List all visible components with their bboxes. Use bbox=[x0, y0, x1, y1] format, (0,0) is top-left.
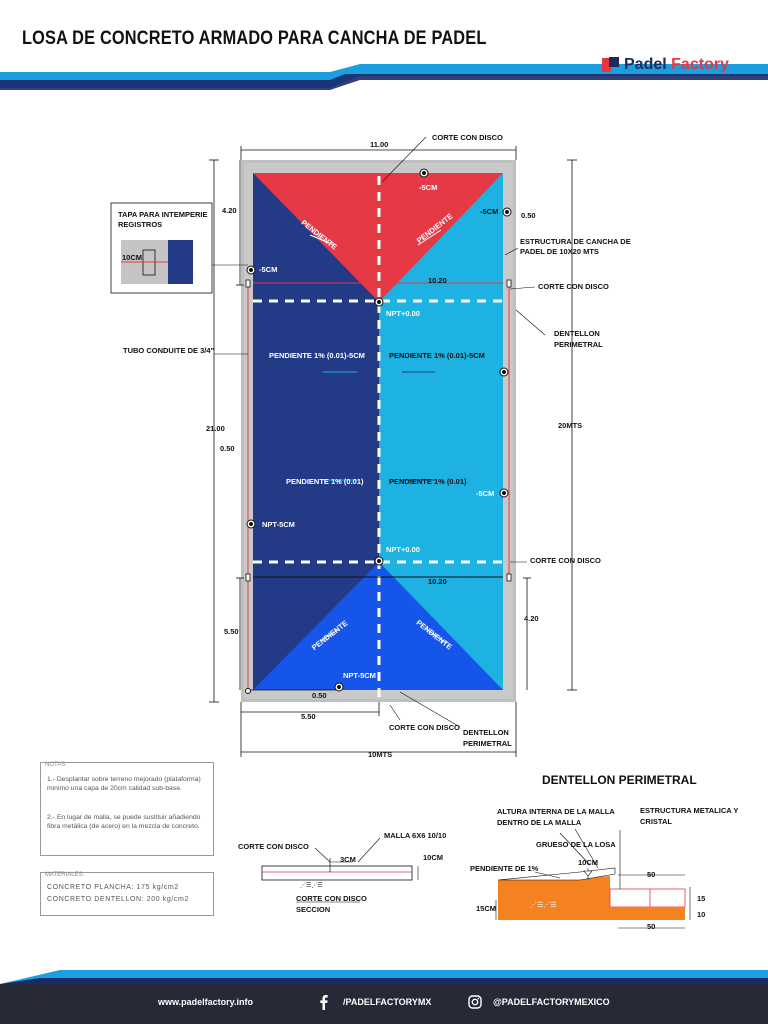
dim-bottom-total: 10MTS bbox=[368, 750, 393, 759]
dentellon-10: 10 bbox=[697, 910, 706, 919]
header-band bbox=[0, 64, 768, 90]
slope-mid-r1: PENDIENTE 1% (0.01)-5CM bbox=[389, 351, 485, 360]
section-10cm: 10CM bbox=[423, 853, 444, 862]
section-caption-1: CORTE CON DISCO bbox=[296, 894, 367, 903]
footer-instagram-link[interactable]: @PADELFACTORYMEXICO bbox=[493, 997, 610, 1007]
instagram-icon[interactable] bbox=[468, 995, 482, 1009]
facebook-icon[interactable] bbox=[318, 994, 330, 1010]
mark-top-center: -5CM bbox=[419, 183, 438, 192]
section-caption-2: SECCION bbox=[296, 905, 331, 914]
materials-header: MATERIALES: bbox=[45, 872, 85, 878]
footer-facebook-link[interactable]: /PADELFACTORYMX bbox=[343, 997, 432, 1007]
dim-bottom-half: 5.50 bbox=[301, 712, 316, 721]
label-dentellon-right: DENTELLON PERIMETRAL bbox=[554, 329, 603, 349]
dim-right-total: 20MTS bbox=[558, 421, 583, 430]
slope-mid-r2: PENDIENTE 1% (0.01) bbox=[389, 477, 467, 486]
notes-box: NOTAS: 1.- Desplantar sobre terreno mejo… bbox=[40, 762, 214, 856]
brand-logo: Padel Factory bbox=[602, 56, 729, 74]
brand-name-left: Padel bbox=[624, 56, 667, 73]
top-slope-triangle bbox=[253, 173, 503, 302]
label-tubo: TUBO CONDUITE DE 3/4" bbox=[123, 346, 215, 355]
dentellon-altura: ALTURA INTERNA DE LA MALLA DENTRO DE LA … bbox=[497, 807, 615, 827]
dentellon-10cm: 10CM bbox=[578, 858, 599, 867]
dim-inner-bottom: 10.20 bbox=[428, 577, 447, 586]
dim-bottom-offset: 0.50 bbox=[312, 691, 327, 700]
padel-factory-logo-icon bbox=[602, 57, 619, 72]
dim-right-top: 0.50 bbox=[521, 211, 536, 220]
mark-left-lower: NPT-5CM bbox=[262, 520, 295, 529]
note-2: 2.- En lugar de malla, se puede sustitui… bbox=[47, 814, 201, 830]
section-detail: ⋰☰⋰☰ bbox=[261, 837, 419, 903]
dentellon-estructura: ESTRUCTURA METALICA Y CRISTAL bbox=[640, 806, 739, 826]
label-tapa-dim: 10CM bbox=[122, 253, 143, 262]
mark-npt-mid: NPT+0.00 bbox=[386, 545, 420, 554]
footer-web-link[interactable]: www.padelfactory.info bbox=[158, 997, 254, 1007]
dim-left-mid: 0.50 bbox=[220, 444, 235, 453]
dentellon-15: 15 bbox=[697, 894, 706, 903]
label-dentellon-bottom: DENTELLON PERIMETRAL bbox=[463, 728, 512, 748]
notes-header: NOTAS: bbox=[45, 762, 67, 768]
mark-bottom-center: NPT-5CM bbox=[343, 671, 376, 680]
brand-name-right: Factory bbox=[671, 56, 729, 73]
label-estructura: ESTRUCTURA DE CANCHA DE PADEL DE 10X20 M… bbox=[520, 237, 631, 256]
mark-left-upper: -5CM bbox=[259, 265, 278, 274]
dim-left-bottom: 5.50 bbox=[224, 627, 239, 636]
dim-left-total: 21.00 bbox=[206, 424, 225, 433]
section-3cm: 3CM bbox=[340, 855, 356, 864]
footer-band bbox=[0, 970, 768, 984]
material-1: CONCRETO PLANCHA: 175 kg/cm2 bbox=[47, 884, 179, 891]
level-markers bbox=[245, 168, 512, 694]
dim-inner-top: 10.20 bbox=[428, 276, 447, 285]
page-title: LOSA DE CONCRETO ARMADO PARA CANCHA DE P… bbox=[22, 28, 487, 49]
dentellon-detail: ⋰☰⋰☰ bbox=[495, 828, 691, 929]
label-corte-bottom: CORTE CON DISCO bbox=[389, 723, 460, 732]
dentellon-grueso: GRUESO DE LA LOSA bbox=[536, 840, 616, 849]
svg-text:⋰☰⋰☰: ⋰☰⋰☰ bbox=[530, 902, 557, 909]
label-corte-top: CORTE CON DISCO bbox=[432, 133, 503, 142]
mark-top-right: -5CM bbox=[480, 207, 499, 216]
slope-mid-l2: PENDIENTE 1% (0.01) bbox=[286, 477, 364, 486]
mark-right-mid: -5CM bbox=[476, 489, 495, 498]
section-malla: MALLA 6X6 10/10 bbox=[384, 831, 447, 840]
dim-top: 11.00 bbox=[370, 140, 389, 149]
section-corte: CORTE CON DISCO bbox=[238, 842, 309, 851]
slope-mid-l1: PENDIENTE 1% (0.01)-5CM bbox=[269, 351, 365, 360]
dentellon-15cm: 15CM bbox=[476, 904, 497, 913]
mark-npt-top: NPT+0.00 bbox=[386, 309, 420, 318]
dentellon-50-top: 50 bbox=[647, 870, 656, 879]
dentellon-50-bottom: 50 bbox=[647, 922, 656, 931]
label-corte-mid-top: CORTE CON DISCO bbox=[538, 282, 609, 291]
label-corte-mid-bottom: CORTE CON DISCO bbox=[530, 556, 601, 565]
label-tapa: TAPA PARA INTEMPERIE REGISTROS bbox=[118, 210, 208, 229]
dim-right-bottom: 4.20 bbox=[524, 614, 539, 623]
dim-left-top: 4.20 bbox=[222, 206, 237, 215]
material-2: CONCRETO DENTELLON: 200 kg/cm2 bbox=[47, 896, 189, 903]
court-plan bbox=[110, 136, 577, 757]
footer bbox=[0, 984, 768, 1024]
materials-box: MATERIALES: CONCRETO PLANCHA: 175 kg/cm2… bbox=[40, 872, 214, 916]
dentellon-title: DENTELLON PERIMETRAL bbox=[542, 773, 697, 787]
note-1: 1.- Desplantar sobre terreno mejorado (p… bbox=[47, 776, 201, 792]
dentellon-pendiente: PENDIENTE DE 1% bbox=[470, 864, 539, 873]
svg-text:⋰☰⋰☰: ⋰☰⋰☰ bbox=[300, 882, 323, 889]
